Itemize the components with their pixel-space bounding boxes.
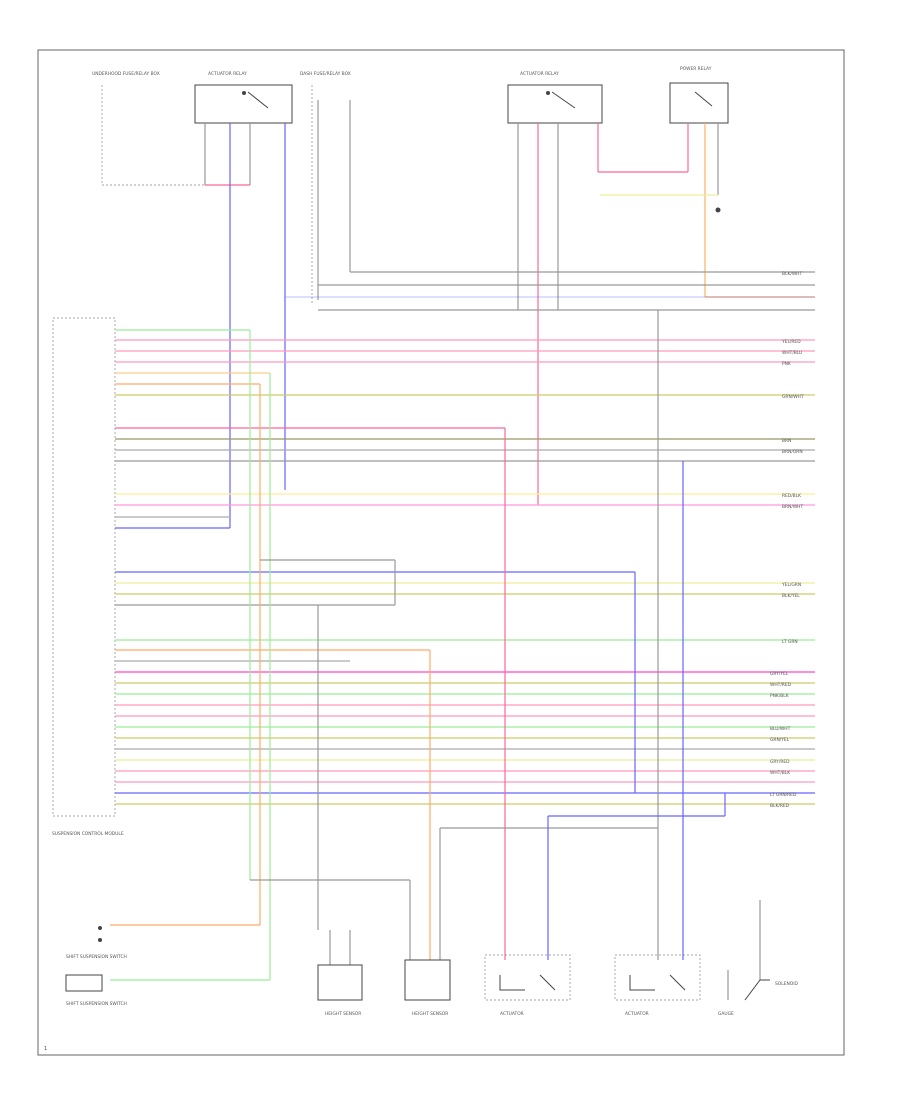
fuse-box-left: UNDERHOOD FUSE/RELAY BOX: [92, 71, 205, 186]
height-sensor-1: HEIGHT SENSOR: [317, 930, 363, 1017]
height-sensor-2: HEIGHT SENSOR: [404, 959, 451, 1017]
wire-label: GRN/YEL: [770, 737, 790, 743]
wire-label: PNK/BLK: [770, 693, 789, 699]
wire-label: BLK/RED: [770, 803, 790, 809]
sensor-2-label: HEIGHT SENSOR: [412, 1011, 448, 1017]
wire-label: WHT/BLK: [770, 770, 790, 776]
shift-switch-front: SHIFT SUSPENSION SWITCH: [66, 926, 127, 960]
wire-label: BLK/WHT: [782, 271, 802, 277]
wire-label: LT GRN: [782, 639, 798, 645]
wire-label: GRN/WHT: [782, 394, 804, 400]
solenoid-label: SOLENOID: [775, 981, 798, 987]
relay-left-label: ACTUATOR RELAY: [208, 71, 247, 77]
page-number: 1: [44, 1046, 47, 1052]
wire-label: GRY/RED: [770, 759, 790, 765]
relay-mid-label: ACTUATOR RELAY: [520, 71, 559, 77]
switch-front-label: SHIFT SUSPENSION SWITCH: [66, 954, 127, 960]
sensor-1-label: HEIGHT SENSOR: [325, 1011, 361, 1017]
fuse-box-center: DASH FUSE/RELAY BOX: [300, 71, 351, 305]
connector-b-wires: [115, 639, 815, 805]
switch-rear-label: SHIFT SUSPENSION SWITCH: [66, 1001, 127, 1007]
actuator-2: ACTUATOR: [614, 954, 701, 1017]
wire-label: BRN: [782, 438, 791, 444]
wire-label: BLU/WHT: [770, 726, 791, 732]
ecu-label: SUSPENSION CONTROL MODULE: [52, 831, 124, 837]
suspension-control-module: SUSPENSION CONTROL MODULE: [52, 317, 124, 837]
gauge-label: GAUGE: [718, 1011, 734, 1017]
wire-label: WHT/RED: [770, 682, 792, 688]
relay-left: ACTUATOR RELAY: [194, 71, 293, 124]
wire-label: GRY/YEL: [770, 671, 789, 677]
connector-a-wires: [115, 329, 815, 606]
wire-label: LT GRN/RED: [770, 792, 797, 798]
wire-label: YEL/RED: [781, 339, 801, 345]
shift-switch-rear: SHIFT SUSPENSION SWITCH: [65, 974, 127, 1007]
wire-label: YEL/GRN: [781, 582, 801, 588]
wire-label: BRN/ORN: [782, 449, 803, 455]
diagram-border: [37, 49, 845, 1056]
actuator-2-label: ACTUATOR: [625, 1011, 649, 1017]
solenoid: SOLENOID: [744, 979, 798, 1001]
relay-right: POWER RELAY: [669, 66, 729, 124]
fuse-box-left-label: UNDERHOOD FUSE/RELAY BOX: [92, 71, 160, 77]
actuator-1: ACTUATOR: [484, 954, 571, 1017]
actuator-1-label: ACTUATOR: [500, 1011, 524, 1017]
relay-right-label: POWER RELAY: [680, 66, 712, 72]
wire-label: WHT/BLU: [782, 350, 802, 356]
wire-label: BLK/YEL: [782, 593, 800, 599]
gauge: GAUGE: [718, 970, 734, 1017]
relay-mid: ACTUATOR RELAY: [507, 71, 603, 124]
wire-label: RED/BLK: [782, 493, 801, 499]
wire-label: PNK: [782, 361, 791, 367]
wire-label: BRN/WHT: [782, 504, 803, 510]
fuse-box-center-label: DASH FUSE/RELAY BOX: [300, 71, 351, 77]
